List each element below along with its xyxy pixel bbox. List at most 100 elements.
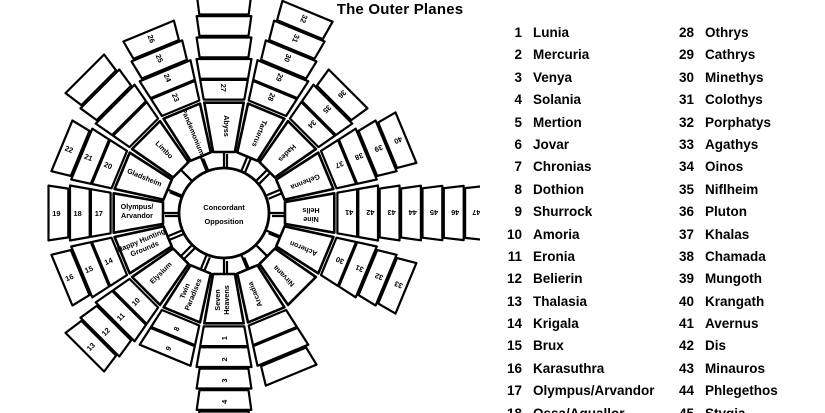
hub-spoke <box>199 155 208 172</box>
index-entry-number: 12 <box>506 271 522 287</box>
layer-number: 23 <box>170 92 181 103</box>
hub-circle <box>177 166 271 260</box>
hub-spoke <box>240 155 249 172</box>
wedge-name-label: Olympus/Arvandor <box>121 202 154 220</box>
layer-number: 44 <box>408 208 417 217</box>
layer-number: 40 <box>393 135 404 146</box>
index-entry-number: 38 <box>678 248 694 264</box>
index-entry-name: Avernus <box>705 316 759 332</box>
layer-band <box>70 127 111 185</box>
index-entry-number: 40 <box>678 293 694 309</box>
index-entry-number: 28 <box>678 25 694 40</box>
layer-number: 45 <box>430 208 438 217</box>
layer-band <box>94 83 148 137</box>
layer-band <box>47 184 70 242</box>
hub-spoke <box>258 171 272 185</box>
layer-number: 26 <box>146 33 157 44</box>
layer-number: 30 <box>282 52 293 63</box>
layer-band <box>300 83 354 137</box>
layer-number: 16 <box>64 272 75 283</box>
layer-number: 14 <box>103 255 115 267</box>
layer-number: 27 <box>219 84 228 92</box>
index-entry-name: Minethys <box>705 69 764 85</box>
layer-number: 32 <box>373 271 384 282</box>
index-entry-number: 1 <box>514 25 522 40</box>
index-entry-name: Lunia <box>533 25 569 40</box>
index-entry-number: 34 <box>678 159 694 175</box>
index-entry-name: Oinos <box>705 159 744 175</box>
wedge-body <box>112 192 165 234</box>
index-entry-number: 2 <box>514 47 522 63</box>
layer-band <box>315 68 369 122</box>
layer-band <box>319 236 358 287</box>
layer-number: 21 <box>83 152 94 163</box>
great-wheel-diagram: SevenHeavens1234567TwinParadises89Elysiu… <box>47 0 480 413</box>
index-entry-name: Jovar <box>533 136 570 152</box>
index-entry-name: Shurrock <box>533 204 593 220</box>
index-entry-name: Venya <box>533 69 573 85</box>
wedge-body <box>203 101 245 154</box>
index-entry-number: 30 <box>678 69 694 85</box>
layer-band <box>252 59 310 100</box>
index-entry-name: Chamada <box>705 248 766 264</box>
layer-band <box>252 326 310 367</box>
layer-number: 38 <box>354 151 365 162</box>
wedge-body <box>130 119 190 179</box>
wedge-body <box>162 102 212 163</box>
layer-band <box>195 346 253 369</box>
index-entry-number: 4 <box>514 92 522 108</box>
index-entry: 32 Porphatys <box>670 112 779 134</box>
layer-number: 29 <box>274 72 285 83</box>
layer-band <box>79 68 133 122</box>
hub-spoke <box>199 254 208 271</box>
layer-band <box>112 101 160 149</box>
layer-band <box>268 19 326 60</box>
wedge-name-label: NineHells <box>302 206 319 224</box>
hub-spoke <box>166 188 183 197</box>
wedge-nirvana: Nirvana <box>255 244 318 307</box>
index-entry-number: 15 <box>506 338 522 354</box>
index-entry-name: Krigala <box>533 316 579 332</box>
layer-band <box>64 319 118 373</box>
layer-number: 11 <box>115 311 127 323</box>
index-entry-number: 45 <box>670 403 694 413</box>
layer-band <box>199 78 249 101</box>
index-entry-number: 39 <box>678 271 694 287</box>
index-entry-name: Thalasia <box>533 293 588 309</box>
wedge-body <box>283 192 336 234</box>
layer-band <box>377 257 418 315</box>
layer-band <box>195 36 253 59</box>
hub-spoke <box>265 188 282 197</box>
layer-band <box>464 185 480 241</box>
index-entry-number: 7 <box>514 159 522 175</box>
layer-number: 18 <box>73 209 81 218</box>
index-entry-number: 11 <box>507 248 522 264</box>
index-entry-number: 44 <box>678 383 694 399</box>
layer-band <box>195 57 253 80</box>
index-entry-number: 31 <box>678 92 694 108</box>
index-entry-number: 10 <box>506 226 522 242</box>
hub-label-line1: Concordant <box>203 203 245 212</box>
index-entry-number: 32 <box>678 114 694 130</box>
wedge-limbo: Limbo <box>64 53 196 185</box>
index-entry-number: 6 <box>514 136 522 152</box>
index-entry-name: Chronias <box>533 159 592 175</box>
index-entry-name: Porphatys <box>705 114 772 130</box>
index-entry: 38 Chamada <box>670 246 779 268</box>
index-entry-number: 3 <box>514 69 522 85</box>
index-entry-number: 42 <box>678 338 694 354</box>
